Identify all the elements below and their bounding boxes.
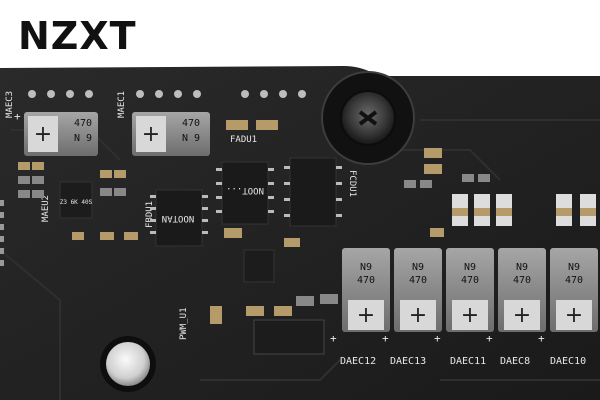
svg-text:N: N xyxy=(74,133,80,144)
capacitor-cluster-right xyxy=(452,194,596,226)
label-maec3: MAEC3 xyxy=(5,91,15,118)
svg-text:N9: N9 xyxy=(412,262,424,273)
capacitor-daec10: + N9 470 xyxy=(550,248,598,332)
svg-text:N9: N9 xyxy=(568,262,580,273)
chip-left: NOOTAN xyxy=(150,189,208,247)
bottom-labels: DAEC12 DAEC13 DAEC11 DAEC8 DAEC10 xyxy=(340,356,586,367)
label-pwm-u1: PWM_U1 xyxy=(179,307,189,340)
capacitor-row-bottom: + N9 470 + N9 470 + N9 470 + N9 470 xyxy=(342,248,598,332)
capacitor-top-2: + 470 N 9 xyxy=(132,112,210,156)
svg-text:NOOT...: NOOT... xyxy=(226,185,264,195)
chip-right xyxy=(284,157,342,227)
chip-pwm xyxy=(243,249,325,355)
svg-text:N9: N9 xyxy=(464,262,476,273)
svg-text:9: 9 xyxy=(194,133,200,144)
svg-text:470: 470 xyxy=(357,275,375,286)
svg-text:470: 470 xyxy=(409,275,427,286)
svg-text:470: 470 xyxy=(461,275,479,286)
svg-text:NOOTAN: NOOTAN xyxy=(162,213,195,223)
header-pins xyxy=(28,90,306,98)
svg-text:470: 470 xyxy=(74,118,92,129)
capacitor-daec8: + N9 470 xyxy=(498,248,546,332)
svg-text:470: 470 xyxy=(513,275,531,286)
nzxt-logo: NZXT xyxy=(18,14,137,58)
svg-text:+: + xyxy=(434,332,441,345)
svg-text:470: 470 xyxy=(565,275,583,286)
svg-text:+: + xyxy=(486,332,493,345)
label-daec11: DAEC11 xyxy=(450,356,486,367)
svg-text:+: + xyxy=(382,332,389,345)
chip-middle: NOOT... xyxy=(216,161,274,225)
svg-text:N: N xyxy=(182,133,188,144)
label-daec8: DAEC8 xyxy=(500,356,530,367)
svg-text:+: + xyxy=(538,332,545,345)
svg-text:+: + xyxy=(513,303,531,328)
capacitor-daec12: + N9 470 xyxy=(342,248,390,332)
svg-text:+: + xyxy=(34,122,52,147)
capacitor-daec13: + N9 470 xyxy=(394,248,442,332)
label-daec12: DAEC12 xyxy=(340,356,376,367)
edge-connector xyxy=(0,200,4,266)
svg-text:Z3 6K 40S: Z3 6K 40S xyxy=(60,199,93,206)
plus-sign: + xyxy=(14,110,21,123)
svg-text:470: 470 xyxy=(182,118,200,129)
svg-text:+: + xyxy=(142,122,160,147)
chip-small: Z3 6K 40S xyxy=(59,181,93,219)
label-fcdu1: FCDU1 xyxy=(347,170,357,197)
svg-text:N9: N9 xyxy=(360,262,372,273)
svg-text:+: + xyxy=(461,303,479,328)
svg-text:9: 9 xyxy=(86,133,92,144)
label-maec1: MAEC1 xyxy=(117,91,127,118)
svg-text:+: + xyxy=(409,303,427,328)
label-fbdu1: FBDU1 xyxy=(145,201,155,228)
mounting-hole xyxy=(106,342,150,386)
capacitor-daec11: + N9 470 xyxy=(446,248,494,332)
svg-text:+: + xyxy=(357,303,375,328)
svg-text:N9: N9 xyxy=(516,262,528,273)
label-daec13: DAEC13 xyxy=(390,356,426,367)
svg-text:+: + xyxy=(565,303,583,328)
capacitor-top-1: + 470 N 9 xyxy=(24,112,98,156)
label-fadu1: FADU1 xyxy=(230,135,257,145)
label-maeu2: MAEU2 xyxy=(41,195,51,222)
label-daec10: DAEC10 xyxy=(550,356,586,367)
smd-components xyxy=(18,120,490,324)
svg-text:+: + xyxy=(330,332,337,345)
